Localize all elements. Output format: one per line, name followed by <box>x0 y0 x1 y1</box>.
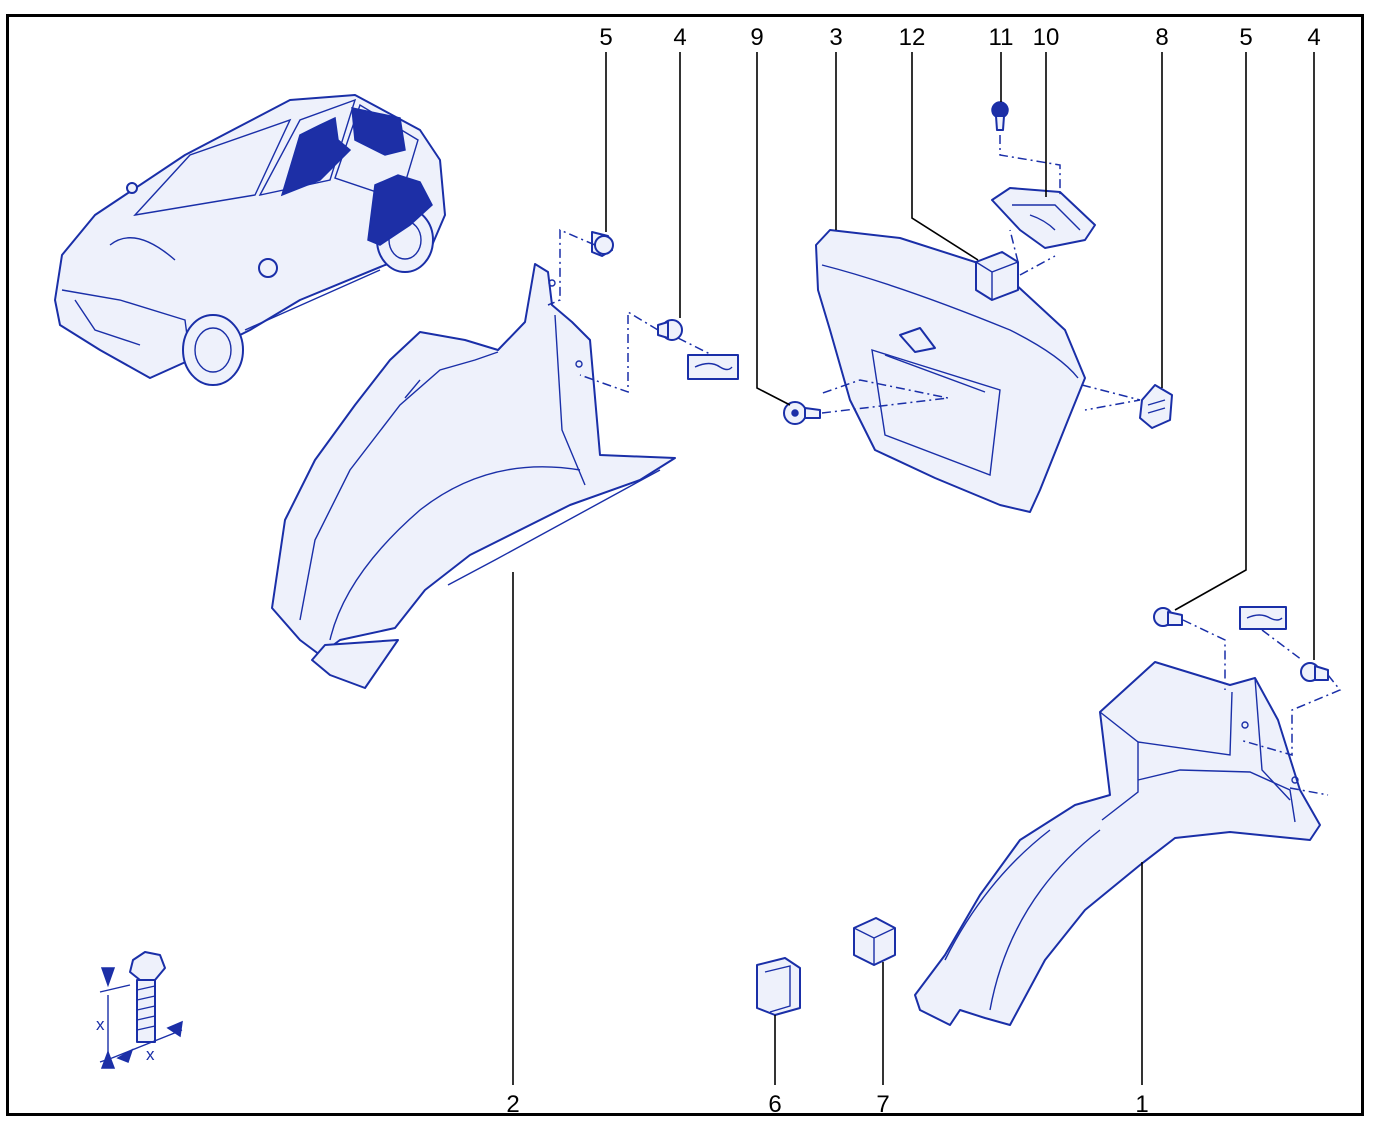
screw-9 <box>783 401 821 425</box>
screw-11 <box>991 101 1009 131</box>
bolt-dimension-horizontal-label: x <box>146 1045 155 1064</box>
callout-numbers: 5 4 9 3 12 11 10 8 5 4 2 6 7 1 <box>506 24 1320 1118</box>
callout-5-left: 5 <box>599 24 612 51</box>
callout-5-right: 5 <box>1239 24 1252 51</box>
callout-11: 11 <box>989 24 1014 51</box>
clip-4-left <box>657 319 739 380</box>
callout-4-left: 4 <box>673 24 686 51</box>
part-6-clip <box>756 957 801 1016</box>
part-7-pad <box>853 917 896 966</box>
clip-8 <box>1139 384 1173 429</box>
part-2-left-wheel-arch-trim <box>271 263 676 689</box>
clip-5-left <box>591 231 614 257</box>
callout-12: 12 <box>899 24 926 51</box>
vehicle-overview <box>54 94 446 386</box>
callout-1: 1 <box>1135 1091 1148 1118</box>
callout-3: 3 <box>829 24 842 51</box>
callout-10: 10 <box>1033 24 1060 51</box>
bolt-dimension-vertical-label: x <box>96 1015 105 1034</box>
leader-lines <box>512 52 1315 1085</box>
callout-6: 6 <box>768 1091 781 1118</box>
part-3-tailgate-trim-panel <box>815 229 1086 513</box>
part-10-latch <box>991 187 1096 249</box>
clip-4-right <box>1239 606 1329 682</box>
callout-9: 9 <box>750 24 763 51</box>
callout-2: 2 <box>506 1091 519 1118</box>
callout-8: 8 <box>1155 24 1168 51</box>
part-1-right-wheel-arch-trim <box>914 661 1321 1026</box>
part-12-stop-pad <box>975 251 1019 301</box>
bolt-dimension-symbol: x x <box>96 951 183 1069</box>
callout-7: 7 <box>876 1091 889 1118</box>
callout-4-right: 4 <box>1307 24 1320 51</box>
clip-5-right <box>1153 607 1183 627</box>
